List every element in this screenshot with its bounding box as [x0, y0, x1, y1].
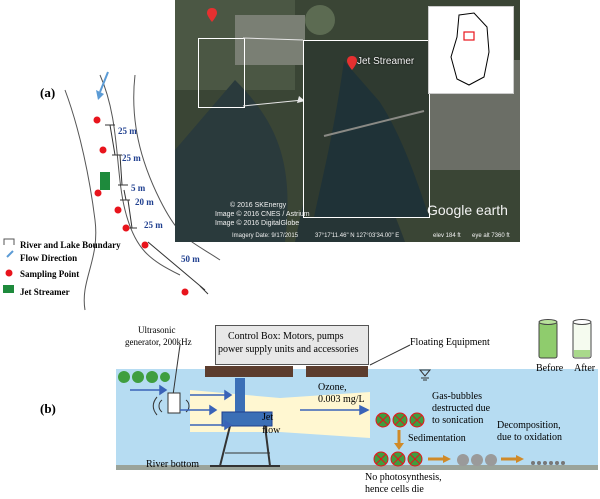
legend-jet-streamer: Jet Streamer [20, 287, 70, 297]
control-box-line1: Control Box: Motors, pumps [228, 331, 344, 342]
korea-inset-map [428, 6, 514, 94]
distance-3: 5 m [131, 183, 146, 193]
decomposition-label: Decomposition, [497, 420, 561, 431]
eye-altitude: eye alt 7360 ft [472, 233, 510, 239]
legend-boundary: River and Lake Boundary [20, 240, 121, 250]
river-boundary-right [133, 74, 221, 261]
floating-pointer [369, 344, 411, 366]
cells-die-label: hence cells die [365, 484, 424, 495]
before-beaker [538, 321, 558, 359]
sampling-point-icon [5, 269, 13, 277]
sedimentation-label: Sedimentation [408, 433, 466, 444]
river-bottom-label: River bottom [146, 459, 200, 470]
algae-cluster [118, 371, 170, 383]
elevation: elev 184 ft [433, 233, 461, 239]
ultrasonic-freq: generator, 200kHz [125, 337, 192, 347]
ozone-concentration: 0.003 mg/L [318, 394, 365, 405]
water-level-icon [418, 369, 432, 381]
jet-streamer-label: Jet Streamer [357, 56, 415, 67]
flow-arrowhead [96, 90, 104, 100]
zoom-panel: Jet Streamer [303, 40, 430, 218]
destructed-algae [375, 412, 425, 428]
copyright-line: © 2016 SKEnergy [230, 202, 287, 209]
sampling-point [141, 241, 149, 249]
floating-equipment-label: Floating Equipment [410, 337, 490, 348]
panel-label-a: (a) [40, 85, 56, 100]
jet-streamer-icon [3, 285, 14, 293]
map-pin-icon [207, 8, 217, 22]
after-label: After [574, 363, 596, 374]
coordinates: 37°17'11.46" N 127°03'34.00" E [315, 233, 400, 239]
flow-label: flow [262, 425, 281, 436]
decomposition-label: due to oxidation [497, 432, 562, 443]
beakers [538, 319, 592, 359]
floating-platform [205, 366, 293, 377]
map-pin-icon [347, 56, 357, 70]
copyright-line: Image © 2016 CNES / Astrium [215, 211, 310, 218]
korea-outline [450, 12, 490, 86]
river-bed [116, 465, 598, 470]
ozone-label: Ozone, [318, 382, 347, 393]
distance-2: 25 m [122, 153, 141, 163]
control-box-line2: power supply units and accessories [218, 344, 359, 355]
flow-arrows [130, 384, 370, 431]
no-photosynthesis-label: No photosynthesis, [365, 472, 442, 483]
river-sketch [64, 71, 221, 311]
distance-5: 25 m [144, 220, 163, 230]
imagery-date: Imagery Date: 9/17/2015 [232, 233, 299, 239]
sediment-process [373, 451, 565, 467]
google-earth-logo: Google earth [427, 202, 508, 218]
lake-boundary-left [64, 89, 97, 311]
jet-label: Jet [262, 412, 274, 423]
location-box [463, 31, 475, 41]
jet-streamer-marker [100, 172, 110, 190]
gas-bubbles-label: to sonication [432, 415, 484, 426]
distance-6: 50 m [181, 254, 200, 264]
sampling-point [114, 206, 122, 214]
legend-icons [3, 238, 15, 293]
boundary-line-icon [3, 238, 15, 245]
floating-platform [306, 366, 368, 377]
legend-flow: Flow Direction [20, 253, 78, 263]
zoom-terrain [304, 41, 429, 217]
flow-arrow-icon [6, 250, 14, 258]
sedimentation-arrow [394, 430, 404, 450]
sampling-point [99, 146, 107, 154]
jet-device [210, 378, 280, 467]
gas-bubbles-label: destructed due [432, 403, 491, 414]
distance-4: 20 m [135, 197, 154, 207]
zoom-source-box [198, 38, 245, 108]
legend-sampling: Sampling Point [20, 269, 80, 279]
control-box [215, 325, 369, 365]
ultrasonic-label: Ultrasonic [138, 325, 176, 335]
satellite-image: Jet Streamer © 2016 SKEnergy Image © 201… [175, 0, 520, 242]
distance-1: 25 m [118, 126, 137, 136]
panel-label-b: (b) [40, 401, 56, 416]
copyright-line: Image © 2016 DigitalGlobe [215, 220, 300, 227]
gas-bubbles-label: Gas-bubbles [432, 391, 482, 402]
sampling-point [181, 288, 189, 296]
sampling-point [93, 116, 101, 124]
flow-direction-arrow [99, 71, 109, 93]
sampling-point [122, 224, 130, 232]
ultrasonic-generator [152, 345, 190, 416]
sampling-point [94, 189, 102, 197]
before-label: Before [536, 363, 564, 374]
river-boundary-left [99, 74, 181, 276]
tick-6 [199, 285, 209, 295]
